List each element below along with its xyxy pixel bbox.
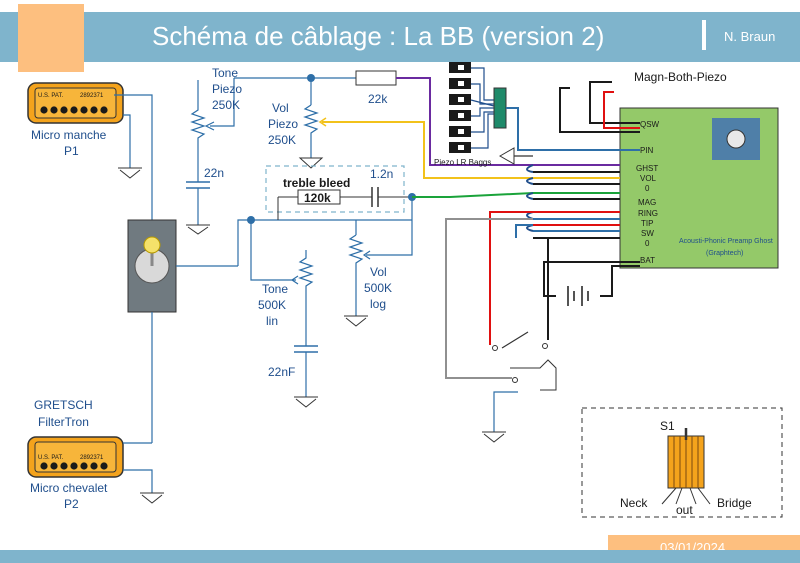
treble-cap-label: 1.2n: [370, 167, 393, 181]
tone-value: 500K: [258, 298, 286, 312]
preamp-name: Acousti-Phonic Preamp Ghost: [679, 238, 773, 245]
volume-value: 500K: [364, 281, 392, 295]
vol-piezo-label: Vol: [272, 101, 289, 115]
pin-bat: BAT: [640, 256, 655, 265]
preamp-title: Magn-Both-Piezo: [634, 70, 727, 84]
neck-pickup-number: 2892371: [80, 93, 104, 99]
neck-pickup-label: Micro manche: [31, 128, 107, 142]
date-label: 03/01/2024: [660, 540, 726, 550]
pin-tip: TIP: [641, 219, 653, 228]
switch-title: S1: [660, 419, 675, 433]
piezo-connector: Piezo LR Baggs: [434, 62, 507, 167]
pin-ground: 0: [645, 239, 650, 248]
switch-s1-detail: S1 Neck Bridge out: [581, 407, 783, 518]
switch-bridge-label: Bridge: [717, 496, 752, 510]
pin-sw: SW: [641, 229, 654, 238]
bridge-pickup-patent: U.S. PAT.: [38, 455, 63, 461]
pin-mag: MAG: [638, 198, 656, 207]
tone-pot: Tone 500K lin: [250, 220, 314, 346]
volume-pot: Vol 500K log: [348, 220, 392, 316]
title-bar: [0, 12, 800, 62]
vol-piezo-label: Piezo: [268, 117, 298, 131]
ground-symbol: [186, 224, 210, 235]
pin-ghst: GHST: [636, 164, 658, 173]
piezo-label: Piezo LR Baggs: [434, 158, 491, 167]
cap-22n-label: 22n: [204, 166, 224, 180]
pin-qsw: QSW: [640, 120, 660, 129]
treble-bleed-network: treble bleed 120k 1.2n: [265, 165, 412, 220]
ground-symbol: [294, 396, 318, 408]
capacitor-22nF: 22nF: [268, 345, 318, 379]
treble-bleed-label: treble bleed: [283, 176, 350, 190]
capacitor-22n: 22n: [186, 166, 224, 189]
page-title: Schéma de câblage : La BB (version 2): [152, 21, 605, 51]
tone-taper: lin: [266, 314, 278, 328]
footer-bar: [0, 550, 800, 563]
switch-neck-label: Neck: [620, 496, 648, 510]
tone-piezo-pot: Tone Piezo 250K: [190, 66, 242, 148]
ground-symbol: [118, 167, 142, 179]
bridge-pickup-label: Micro chevalet: [30, 481, 108, 495]
pin-pin: PIN: [640, 146, 654, 155]
tone-label: Tone: [262, 282, 288, 296]
vol-piezo-pot: Vol Piezo 250K: [268, 78, 327, 158]
pickup-toggle-switch: [127, 219, 177, 313]
pin-ground: 0: [645, 184, 650, 193]
title-accent-block: [18, 4, 84, 72]
battery: [567, 286, 589, 306]
treble-res-label: 120k: [304, 191, 331, 205]
author-name: N. Braun: [724, 29, 776, 44]
date-block: 03/01/2024: [608, 535, 800, 550]
bridge-pickup-model: FilterTron: [38, 415, 89, 429]
vol-piezo-value: 250K: [268, 133, 296, 147]
preamp-maker: (Graphtech): [706, 250, 743, 257]
tone-piezo-label: Piezo: [212, 82, 242, 96]
bridge-pickup-brand: GRETSCH: [34, 398, 93, 412]
bridge-pickup-id: P2: [64, 497, 79, 511]
neck-pickup: U.S. PAT. 2892371 Micro manche P1: [27, 82, 124, 158]
title-divider: [702, 20, 706, 50]
cap-22nF-label: 22nF: [268, 365, 295, 379]
pin-vol: VOL: [640, 174, 657, 183]
ground-symbol: [344, 315, 368, 327]
volume-taper: log: [370, 297, 386, 311]
ground-symbol: [482, 431, 506, 443]
switch-out-label: out: [676, 503, 693, 517]
bridge-pickup: GRETSCH FilterTron U.S. PAT. 2892371 Mic…: [27, 398, 124, 511]
resistor-22k-label: 22k: [368, 92, 388, 106]
tone-piezo-value: 250K: [212, 98, 240, 112]
bridge-pickup-number: 2892371: [80, 455, 104, 461]
pin-ring: RING: [638, 209, 658, 218]
output-jack: [492, 331, 557, 432]
volume-label: Vol: [370, 265, 387, 279]
tone-piezo-label: Tone: [212, 66, 238, 80]
preamp-board: Magn-Both-Piezo QSW PIN GHST VOL 0 MAG R…: [619, 70, 779, 269]
resistor-22k: 22k: [355, 70, 397, 106]
ground-symbol: [140, 492, 164, 504]
neck-pickup-patent: U.S. PAT.: [38, 93, 63, 99]
neck-pickup-id: P1: [64, 144, 79, 158]
